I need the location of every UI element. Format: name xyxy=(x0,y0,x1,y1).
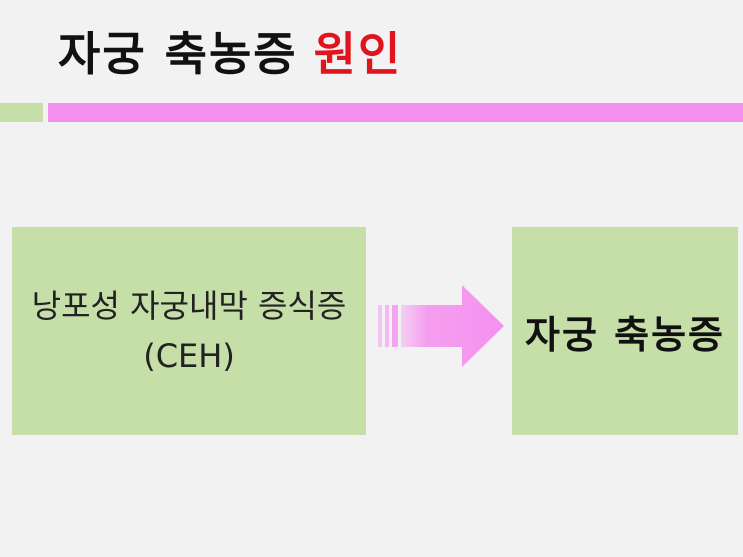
title-main-text: 자궁 축농증 xyxy=(58,27,298,81)
cause-text-line1: 낭포성 자궁내막 증식증 xyxy=(31,287,347,325)
result-box: 자궁 축농증 xyxy=(512,227,738,435)
cause-text-line2: (CEH) xyxy=(143,337,235,375)
title-underline-pink xyxy=(48,103,743,122)
title-accent-text: 원인 xyxy=(313,27,403,81)
cause-box: 낭포성 자궁내막 증식증 (CEH) xyxy=(12,227,366,435)
title-underline-green xyxy=(0,103,43,122)
slide-title: 자궁 축농증 원인 xyxy=(58,14,402,94)
right-arrow-icon xyxy=(378,285,504,367)
result-text: 자궁 축농증 xyxy=(524,312,726,357)
